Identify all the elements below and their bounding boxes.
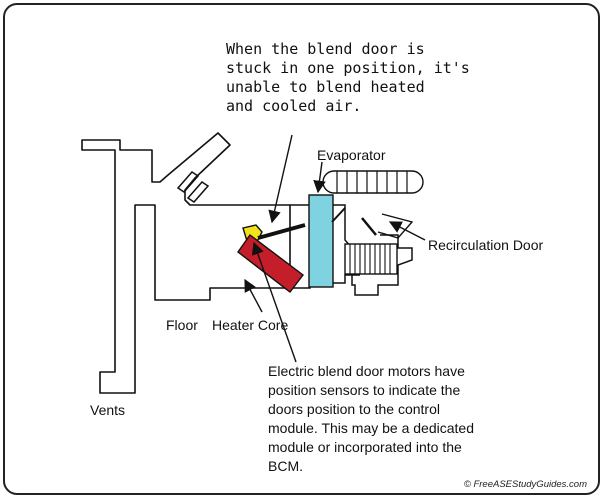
copyright-credit: © FreeASEStudyGuides.com xyxy=(463,479,587,490)
blend-motor-note-line: module or incorporated into the xyxy=(268,439,462,455)
blend-motor-note-line: Electric blend door motors have xyxy=(268,363,465,379)
blower-fan-top xyxy=(322,170,424,194)
evaporator-core xyxy=(308,194,334,288)
blend-motor-note-line: BCM. xyxy=(268,458,303,474)
hvac-housing-outline xyxy=(81,132,291,394)
diagram-frame xyxy=(3,3,600,495)
blower-fan xyxy=(344,243,398,275)
blend-door-note-line: and cooled air. xyxy=(226,97,362,115)
blend-door-note-line: unable to blend heated xyxy=(226,78,425,96)
recirculation-door xyxy=(361,217,377,236)
floor-label: Floor xyxy=(166,317,198,333)
heater-core-label: Heater Core xyxy=(212,317,289,333)
arrow-blend-door-note xyxy=(268,134,293,224)
evaporator-label: Evaporator xyxy=(317,147,386,163)
arrow-blend-motor-note xyxy=(251,241,297,363)
blend-motor-note-line: position sensors to indicate the xyxy=(268,382,461,398)
recirculation-door-label: Recirculation Door xyxy=(428,237,544,253)
blend-door-note-line: When the blend door is xyxy=(226,40,425,58)
fresh-air-door xyxy=(331,207,346,223)
vents-label: Vents xyxy=(90,402,126,418)
blower-fan-top-ribs xyxy=(336,171,408,193)
vent-louver xyxy=(186,181,210,203)
vent-louver xyxy=(176,171,200,193)
blower-fan-ribs xyxy=(349,244,391,274)
arrow-recirculation-door xyxy=(388,221,426,241)
blend-motor-note-line: module. This may be a dedicated xyxy=(268,420,474,436)
blend-door xyxy=(257,223,306,240)
blend-door-note: When the blend door is stuck in one posi… xyxy=(226,40,470,116)
heater-core xyxy=(237,234,304,293)
arrow-evaporator xyxy=(313,161,326,194)
arrow-heater-core xyxy=(244,278,263,313)
blend-motor-note-line: doors position to the control xyxy=(268,401,440,417)
blend-door-note-line: stuck in one position, it's xyxy=(226,59,470,77)
blend-motor-note: Electric blend door motors have position… xyxy=(268,362,528,476)
